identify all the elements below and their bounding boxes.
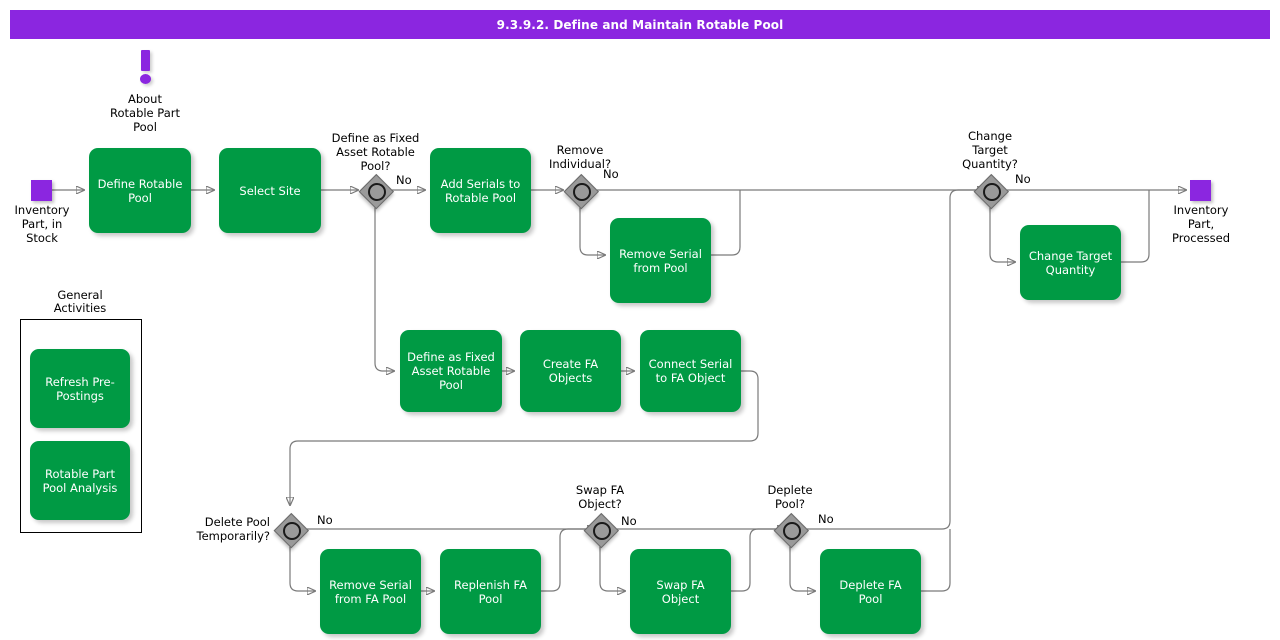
- activity-add-serials-to-rotable-pool[interactable]: Add Serials to Rotable Pool: [430, 148, 531, 233]
- decision-remove-individual[interactable]: [563, 173, 599, 209]
- branch-label-delete-pool-temporarily-no: No: [317, 513, 333, 527]
- terminator-start-label: Inventory Part, in Stock: [14, 203, 70, 245]
- terminator-end: [1190, 180, 1211, 201]
- decision-ring-icon: [283, 522, 301, 540]
- activity-refresh-pre-postings[interactable]: Refresh Pre- Postings: [30, 349, 130, 428]
- decision-ring-icon: [593, 522, 611, 540]
- activity-remove-serial-from-fa-pool[interactable]: Remove Serial from FA Pool: [320, 549, 421, 634]
- exclamation-dot: [140, 74, 151, 84]
- decision-delete-pool-temporarily[interactable]: [273, 512, 309, 548]
- activity-deplete-fa-pool[interactable]: Deplete FA Pool: [820, 549, 921, 634]
- exclamation-icon: [137, 50, 153, 84]
- decision-ring-icon: [368, 183, 386, 201]
- decision-ring-icon: [783, 522, 801, 540]
- exclamation-bar: [141, 50, 150, 71]
- branch-label-remove-individual-no: No: [603, 167, 619, 181]
- page-title: 9.3.9.2. Define and Maintain Rotable Poo…: [10, 10, 1270, 39]
- activity-select-site[interactable]: Select Site: [219, 148, 321, 233]
- activity-connect-serial-to-fa-object[interactable]: Connect Serial to FA Object: [640, 330, 741, 412]
- terminator-end-label: Inventory Part, Processed: [1172, 203, 1230, 245]
- activity-change-target-quantity[interactable]: Change Target Quantity: [1020, 225, 1121, 300]
- decision-delete-pool-temporarily-label: Delete Pool Temporarily?: [196, 515, 271, 543]
- activity-define-rotable-pool[interactable]: Define Rotable Pool: [89, 148, 191, 233]
- activity-define-as-fixed-asset-rotable-pool[interactable]: Define as Fixed Asset Rotable Pool: [400, 330, 502, 412]
- decision-ring-icon: [983, 183, 1001, 201]
- decision-change-target-quantity[interactable]: [973, 173, 1009, 209]
- decision-swap-fa-object[interactable]: [583, 512, 619, 548]
- branch-label-define-as-fixed-asset-rotable-pool-no: No: [396, 173, 412, 187]
- about-rotable-part-pool-label: About Rotable Part Pool: [110, 92, 180, 134]
- branch-label-swap-fa-object-no: No: [621, 514, 637, 528]
- branch-label-deplete-pool-no: No: [818, 512, 834, 526]
- activity-swap-fa-object[interactable]: Swap FA Object: [630, 549, 731, 634]
- decision-swap-fa-object-label: Swap FA Object?: [575, 483, 625, 511]
- activity-replenish-fa-pool[interactable]: Replenish FA Pool: [440, 549, 541, 634]
- general-activities-title: General Activities: [53, 288, 107, 315]
- activity-remove-serial-from-pool[interactable]: Remove Serial from Pool: [610, 218, 711, 303]
- decision-remove-individual-label: Remove Individual?: [548, 143, 612, 171]
- decision-define-as-fixed-asset-rotable-pool-label: Define as Fixed Asset Rotable Pool?: [331, 131, 420, 173]
- decision-define-as-fixed-asset-rotable-pool[interactable]: [358, 173, 394, 209]
- decision-deplete-pool-label: Deplete Pool?: [767, 483, 813, 511]
- branch-label-change-target-quantity-no: No: [1015, 172, 1031, 186]
- terminator-start: [31, 180, 52, 201]
- decision-change-target-quantity-label: Change Target Quantity?: [962, 129, 1018, 171]
- activity-create-fa-objects[interactable]: Create FA Objects: [520, 330, 621, 412]
- decision-deplete-pool[interactable]: [773, 512, 809, 548]
- decision-ring-icon: [573, 183, 591, 201]
- activity-rotable-part-pool-analysis[interactable]: Rotable Part Pool Analysis: [30, 441, 130, 520]
